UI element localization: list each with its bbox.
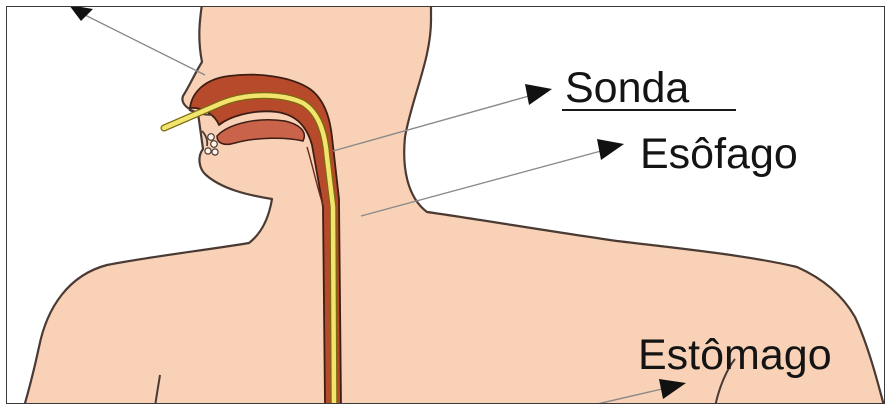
tooth-1 <box>208 134 215 141</box>
label-sonda: Sonda <box>565 67 689 110</box>
sonda-underline <box>562 109 736 111</box>
arrowhead-nose <box>69 7 93 21</box>
leader-line-nose <box>81 13 205 75</box>
tooth-4 <box>212 149 218 155</box>
label-estomago: Estômago <box>638 334 832 377</box>
tooth-2 <box>211 141 218 148</box>
arrowhead-esofago <box>597 139 624 160</box>
label-esofago: Esôfago <box>640 133 798 176</box>
tooth-3 <box>205 148 211 154</box>
arrowhead-sonda <box>525 84 552 105</box>
